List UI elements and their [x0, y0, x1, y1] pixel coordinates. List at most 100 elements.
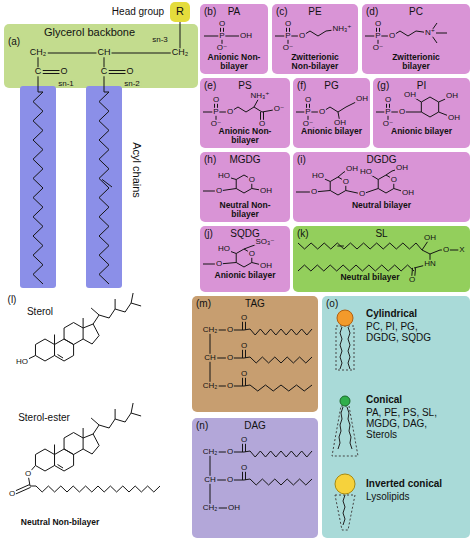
atom-label: P: [304, 108, 311, 116]
node-label: SL: [375, 228, 387, 239]
class-label: Cylindrical: [366, 308, 466, 319]
atom-label: C: [34, 67, 43, 76]
atom-label: O: [24, 470, 32, 478]
atom-label: OH: [445, 92, 459, 100]
atom-label: O: [226, 326, 234, 334]
node-label: PE: [308, 6, 321, 17]
atom-label: O⁻: [273, 105, 285, 113]
panel-letter: (e): [204, 80, 216, 91]
atom-label: O: [218, 20, 226, 28]
panel-letter: (d): [366, 6, 378, 17]
shape-panel: (o) CylindricalPC, PI, PG, DGDG, SQDG Coni…: [322, 296, 470, 538]
atom-label: O: [298, 32, 306, 40]
atom-label: O: [398, 108, 406, 116]
panel-letter: (b): [204, 6, 216, 17]
atom-label: SO₃⁻: [254, 238, 275, 246]
class-label: Anionic Non-bilayer: [213, 127, 277, 146]
atom-label: O: [240, 342, 248, 350]
atom-label: CH₂: [171, 48, 190, 57]
bond-line: [35, 339, 54, 361]
atom-label: O: [390, 175, 398, 183]
atom-label: O: [258, 120, 266, 128]
atom-label: CH₂: [202, 382, 219, 390]
atom-label: O: [240, 314, 248, 322]
node-label: DAG: [244, 420, 266, 431]
atom-label: O: [125, 67, 134, 76]
atom-label: OH: [447, 114, 461, 122]
bond-line: [83, 324, 99, 344]
atom-label: O: [374, 20, 382, 28]
panel-letter: (o): [326, 298, 338, 309]
bond-line: [54, 335, 55, 345]
bond-line: [93, 303, 141, 324]
class-label: Anionic bilayer: [300, 127, 364, 136]
bond-line: [99, 72, 109, 284]
bond-line: [54, 445, 55, 455]
panel-letter: (n): [196, 420, 208, 431]
bond-line: [115, 299, 116, 309]
lipid-panel: (j)SQDGAnionic bilayer: [200, 226, 290, 292]
bond-line: [83, 428, 84, 438]
head-group-box: R: [170, 2, 190, 22]
bond-line: [91, 308, 99, 315]
node-label: PC: [409, 6, 423, 17]
atom-label: NH₃⁺: [249, 92, 270, 100]
class-label: Neutral Non-bilayer: [19, 518, 101, 527]
node-label: Lysolipids: [366, 491, 466, 502]
atom-label: CH₂: [202, 448, 219, 456]
node-label: MGDG: [229, 154, 260, 165]
atom-label: CH₂: [202, 504, 219, 512]
panel-letter: (m): [196, 298, 211, 309]
atom-label: O: [384, 96, 392, 104]
panel-letter: (c): [276, 6, 288, 17]
atom-label: HO: [311, 172, 325, 180]
atom-label: OH: [355, 95, 369, 103]
atom-label: OH: [227, 504, 241, 512]
node-label: PC, PI, PG, DGDG, SQDG: [366, 321, 442, 343]
atom-label: OH: [401, 189, 415, 197]
atom-label: X: [458, 246, 465, 254]
panel-letter: (j): [204, 228, 213, 239]
atom-label: P: [284, 32, 291, 40]
part-name: Sterol-ester: [17, 413, 71, 424]
atom-label: OH: [403, 91, 417, 99]
panel-letter: (k): [297, 228, 309, 239]
atom-label: CH: [203, 476, 217, 484]
atom-label: O⁻: [216, 44, 228, 52]
panel-letter: (i): [297, 154, 306, 165]
atom-label: O: [226, 108, 234, 116]
bond-line: [64, 433, 83, 455]
atom-label: O: [304, 96, 312, 104]
node-label: DGDG: [367, 154, 397, 165]
class-label: Anionic Non-bilayer: [202, 53, 266, 72]
atom-label: OH: [259, 262, 273, 270]
bond-line: [102, 179, 112, 187]
node-label: PA, PE, PS, SL, MGDG, DAG, Sterols: [366, 407, 448, 440]
class-label: Zwitterionic bilayer: [384, 53, 448, 72]
atom-label: O: [284, 20, 292, 28]
atom-label: CH₂: [202, 326, 219, 334]
atom-label: O: [318, 108, 326, 116]
atom-label: O⁻: [302, 120, 314, 128]
atom-label: O⁻: [372, 44, 384, 52]
atom-label: O: [358, 190, 366, 198]
panel-letter: (l): [7, 295, 18, 306]
atom-label: O: [226, 382, 234, 390]
atom-label: O: [226, 448, 234, 456]
bond-line: [83, 434, 99, 454]
atom-label: O: [215, 260, 223, 268]
atom-label: HO: [359, 168, 373, 176]
atom-label: P: [212, 108, 219, 116]
atom-label: sn-2: [123, 80, 141, 88]
part-name: Head group: [111, 7, 165, 18]
atom-label: sn-3: [151, 36, 169, 44]
class-label: Anionic bilayer: [213, 271, 277, 280]
class-label: Conical: [366, 394, 466, 405]
node-label: PI: [417, 80, 426, 91]
node-label: PG: [324, 80, 338, 91]
bond-line: [83, 318, 84, 328]
panel-letter: (g): [377, 80, 389, 91]
atom-label: O: [212, 96, 220, 104]
atom-label: HO: [217, 245, 231, 253]
